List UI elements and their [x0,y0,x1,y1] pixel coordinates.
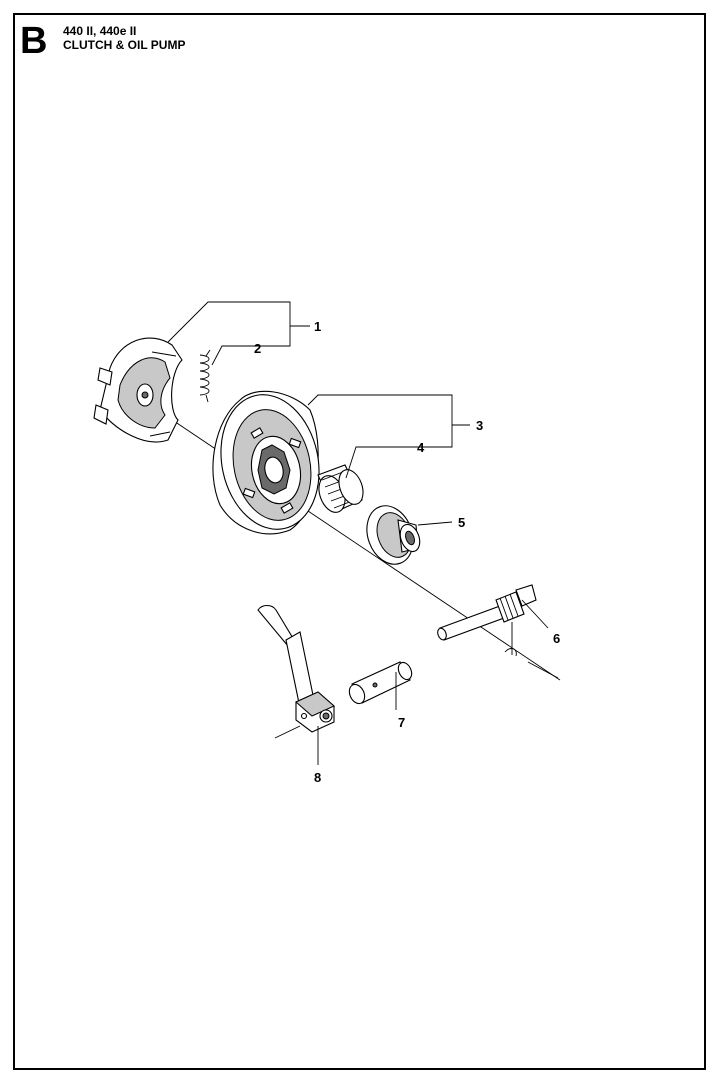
callout-4: 4 [417,440,425,455]
part-clutch-drum[interactable] [209,386,331,539]
callout-7: 7 [398,715,405,730]
callout-3: 3 [476,418,483,433]
callout-8: 8 [314,770,321,785]
page-border [13,13,706,1070]
model-label: 440 II, 440e II [63,24,137,38]
section-letter: B [20,20,48,62]
leader-lines [167,301,549,765]
part-spring[interactable] [199,349,211,403]
callout-6: 6 [553,631,560,646]
callout-5: 5 [458,515,465,530]
part-clutch-shoes[interactable] [93,337,183,443]
part-worm-shaft[interactable] [436,584,559,679]
diagram-title: CLUTCH & OIL PUMP [63,38,186,52]
callout-2: 2 [254,341,261,356]
part-drive-washer[interactable] [359,499,423,570]
part-pump-lever[interactable] [257,604,335,739]
part-needle-bearing[interactable] [314,464,367,516]
callout-1: 1 [314,319,321,334]
assembly-axis-line [149,404,561,681]
part-pump-piston[interactable] [346,660,414,706]
